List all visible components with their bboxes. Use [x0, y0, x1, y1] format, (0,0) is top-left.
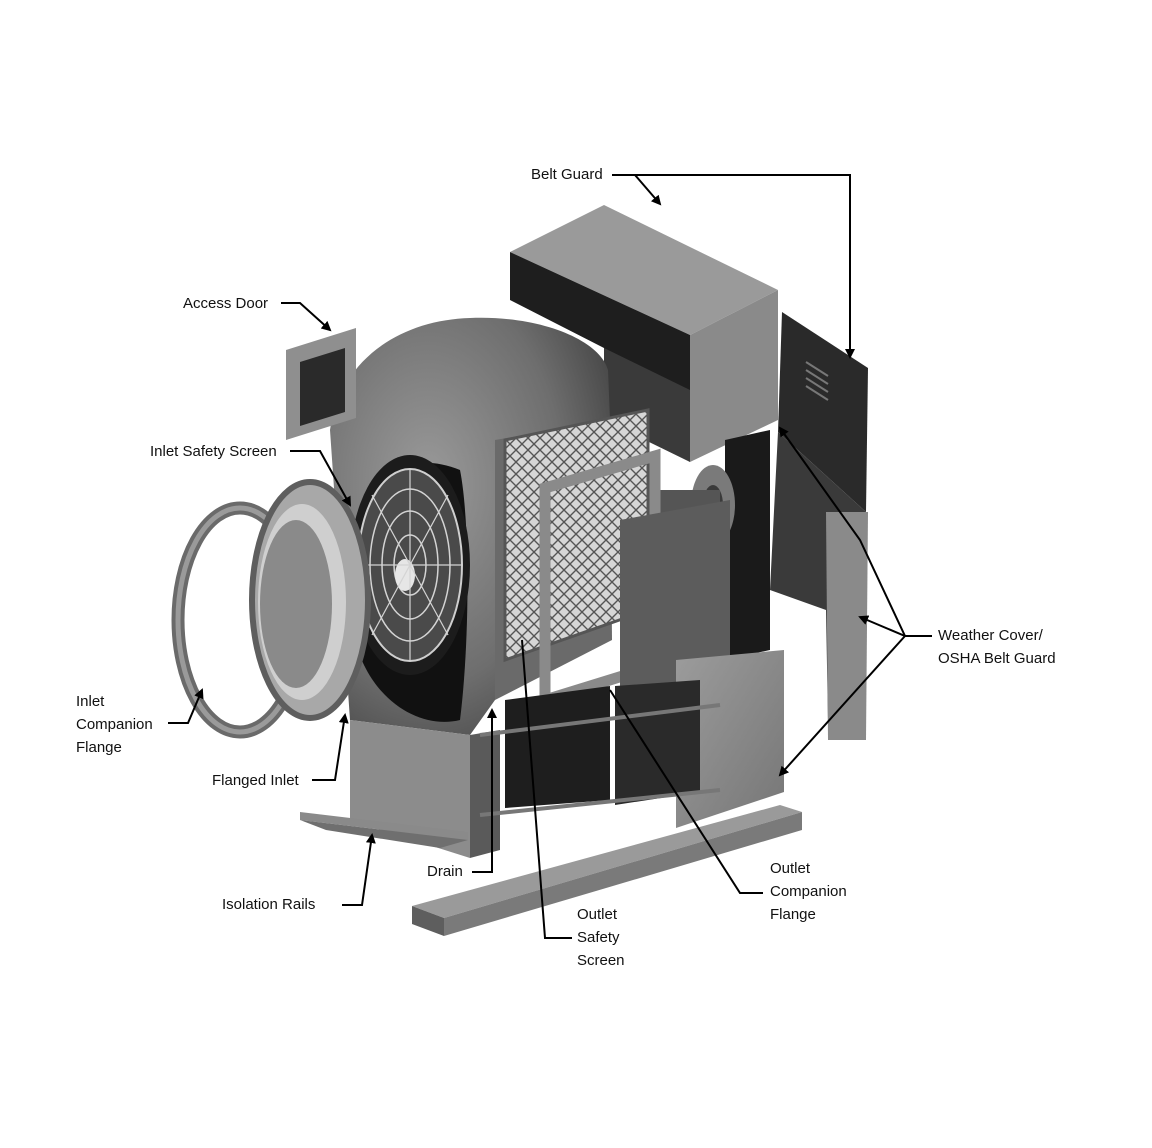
label-flanged-inlet: Flanged Inlet — [212, 772, 299, 789]
flanged-inlet — [249, 479, 371, 721]
label-outlet-companion-flange-line2: Companion — [770, 883, 847, 900]
label-outlet-companion-flange: Outlet Companion Flange — [770, 857, 847, 926]
label-inlet-safety-screen: Inlet Safety Screen — [150, 443, 277, 460]
label-outlet-safety-screen-line3: Screen — [577, 952, 625, 969]
label-isolation-rails: Isolation Rails — [222, 896, 316, 913]
label-drain: Drain — [427, 863, 463, 880]
label-outlet-companion-flange-line3: Flange — [770, 906, 816, 923]
label-weather-cover-line1: Weather Cover/ — [938, 627, 1043, 644]
label-inlet-companion-flange: Inlet Companion Flange — [76, 690, 153, 759]
leader-lines — [168, 174, 932, 939]
label-access-door: Access Door — [183, 295, 269, 312]
base-frame — [479, 680, 721, 817]
isolation-rails — [300, 805, 802, 936]
label-weather-cover-line2: OSHA Belt Guard — [938, 650, 1056, 667]
inlet-safety-screen — [357, 468, 463, 662]
label-inlet-companion-flange-line2: Companion — [76, 716, 153, 733]
label-belt-guard: Belt Guard — [531, 166, 603, 183]
label-outlet-safety-screen-line1: Outlet — [577, 906, 618, 923]
drive-plate — [620, 500, 784, 828]
label-weather-cover: Weather Cover/ OSHA Belt Guard — [938, 624, 1056, 670]
label-outlet-companion-flange-line1: Outlet — [770, 860, 811, 877]
label-inlet-companion-flange-line1: Inlet — [76, 693, 105, 710]
label-inlet-companion-flange-line3: Flange — [76, 739, 122, 756]
label-outlet-safety-screen: Outlet Safety Screen — [577, 903, 625, 972]
label-outlet-safety-screen-line2: Safety — [577, 929, 620, 946]
weather-cover-panel — [770, 312, 868, 740]
access-door — [286, 328, 356, 440]
